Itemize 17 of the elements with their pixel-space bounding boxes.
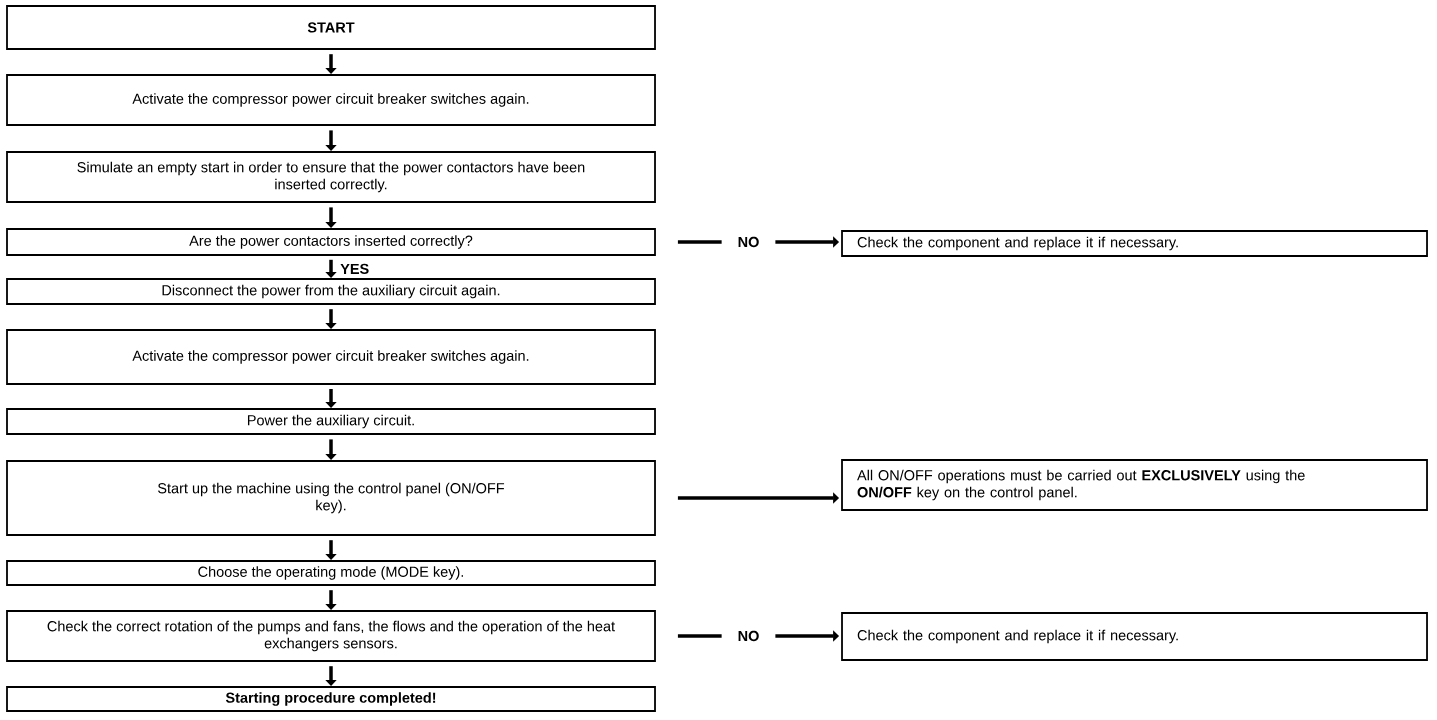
process-box: Activate the compressor power circuit breaker switches again. xyxy=(6,329,656,385)
process-box: Power the auxiliary circuit. xyxy=(6,408,656,435)
process-box: Disconnect the power from the auxiliary circuit again. xyxy=(6,278,656,305)
process-box: Are the power contactors inserted correctly? xyxy=(6,228,656,256)
process-box: START xyxy=(6,5,656,50)
process-box: Starting procedure completed! xyxy=(6,686,656,712)
edge-label: YES xyxy=(340,263,369,275)
process-box: Start up the machine using the control panel (ON/OFF key). xyxy=(6,460,656,536)
process-box: Check the component and replace it if necessary. xyxy=(841,230,1428,257)
edge-label: NO xyxy=(721,624,776,648)
process-box: Check the correct rotation of the pumps and fans, the flows and the operation of the heat exchangers sensors. xyxy=(6,610,656,662)
process-box: All ON/OFF operations must be carried out EXCLUSIVELY using the ON/OFF key on the control panel. xyxy=(841,459,1428,511)
process-box: Simulate an empty start in order to ensure that the power contactors have been inserted correctly. xyxy=(6,151,656,203)
process-box: Activate the compressor power circuit breaker switches again. xyxy=(6,74,656,126)
process-box: Choose the operating mode (MODE key). xyxy=(6,560,656,586)
process-box: Check the component and replace it if necessary. xyxy=(841,612,1428,661)
edge-label: NO xyxy=(721,230,776,254)
